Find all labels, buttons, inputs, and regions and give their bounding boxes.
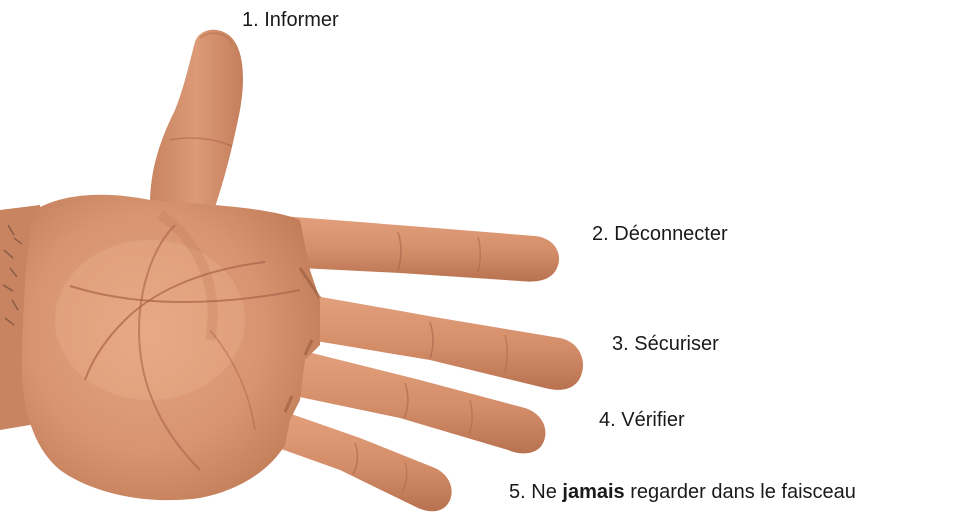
step-number: 4. xyxy=(599,409,616,431)
thumb xyxy=(150,30,243,210)
step-text: Informer xyxy=(264,9,338,31)
step-number: 2. xyxy=(592,223,609,245)
step-text: Sécuriser xyxy=(634,333,718,355)
step-text: Vérifier xyxy=(621,409,684,431)
step-number: 1. xyxy=(242,9,259,31)
step-label-1: 1. Informer xyxy=(242,8,339,32)
step-label-2: 2. Déconnecter xyxy=(592,222,728,246)
index-finger xyxy=(270,215,559,282)
step-suffix: regarder dans le faisceau xyxy=(630,481,856,503)
step-emphasis: jamais xyxy=(562,481,624,503)
step-label-4: 4. Vérifier xyxy=(599,408,685,432)
step-prefix: Ne xyxy=(531,481,557,503)
step-text: Déconnecter xyxy=(614,223,727,245)
step-number: 5. xyxy=(509,481,526,503)
step-label-5: 5. Ne jamais regarder dans le faisceau xyxy=(509,480,856,504)
step-label-3: 3. Sécuriser xyxy=(612,332,719,356)
step-number: 3. xyxy=(612,333,629,355)
